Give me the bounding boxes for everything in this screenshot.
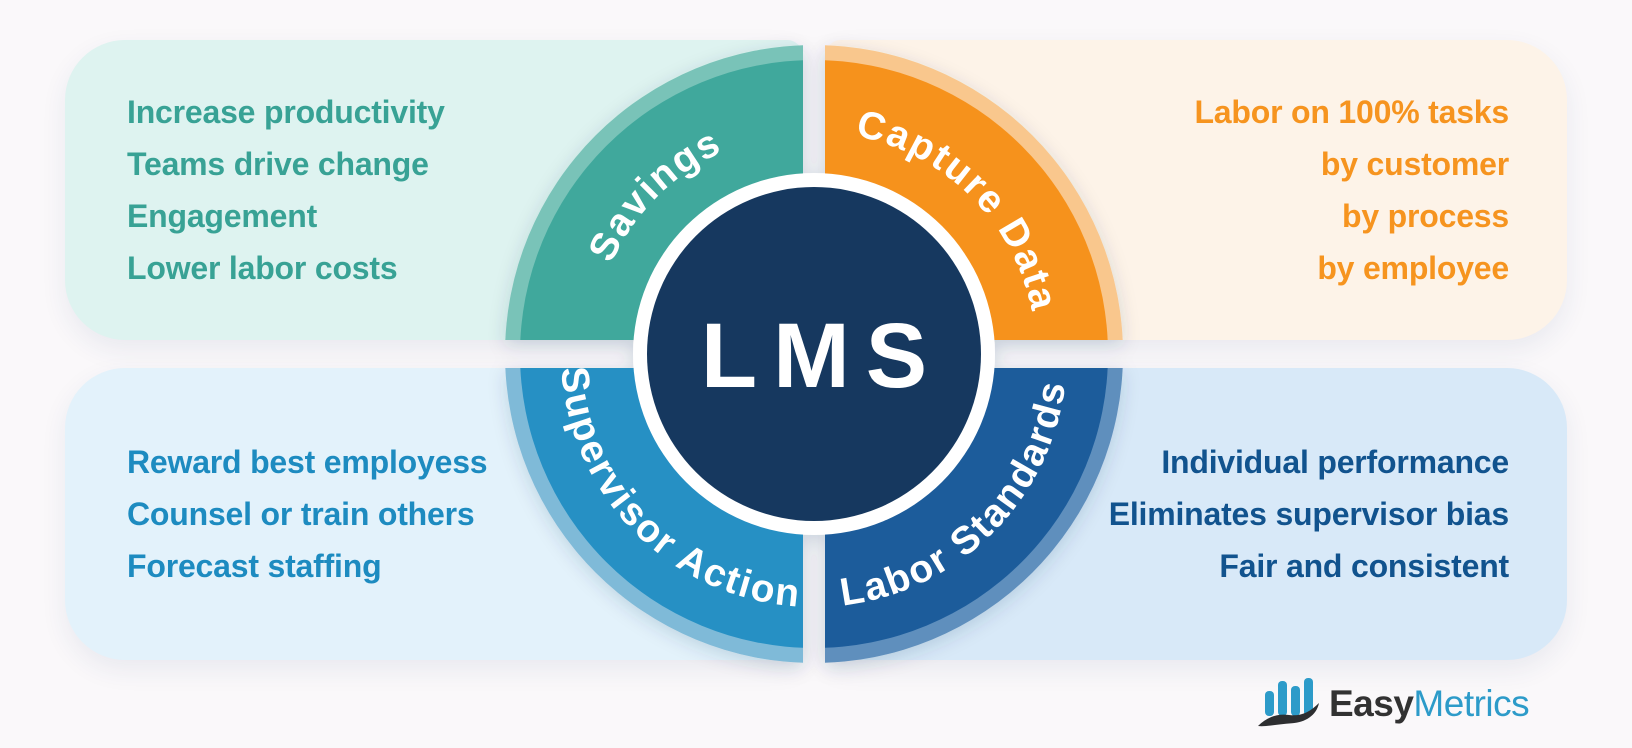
savings-line: Increase productivity	[127, 94, 445, 130]
savings-line: Lower labor costs	[127, 250, 398, 286]
center-circle	[647, 187, 981, 521]
labor-standards-line: Eliminates supervisor bias	[1108, 496, 1510, 532]
logo-easy-text: Easy	[1329, 683, 1414, 724]
savings-line: Engagement	[127, 198, 318, 234]
capture-data-line: by process	[1342, 198, 1509, 234]
supervisor-action-line: Reward best employess	[127, 444, 488, 480]
capture-data-line: by employee	[1317, 250, 1509, 286]
labor-standards-line: Fair and consistent	[1219, 548, 1509, 584]
capture-data-line: by customer	[1320, 146, 1509, 182]
easymetrics-logo: EasyMetrics	[1257, 677, 1530, 729]
labor-standards-line: Individual performance	[1161, 444, 1509, 480]
supervisor-action-line: Forecast staffing	[127, 548, 382, 584]
capture-data-line: Labor on 100% tasks	[1194, 94, 1509, 130]
savings-line: Teams drive change	[127, 146, 429, 182]
logo-swoosh	[1258, 703, 1319, 727]
bar-chart-logo-icon	[1258, 678, 1319, 727]
lms-center-label: LMS	[701, 305, 943, 407]
logo-wordmark: EasyMetrics	[1329, 681, 1530, 727]
logo-metrics-text: Metrics	[1413, 683, 1530, 724]
supervisor-action-line: Counsel or train others	[127, 496, 475, 532]
